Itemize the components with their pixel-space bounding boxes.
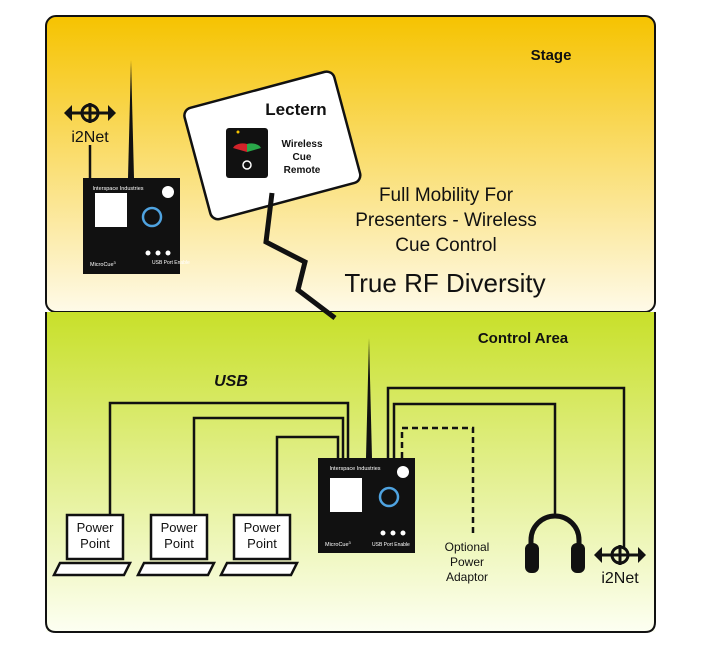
button-ring-icon bbox=[378, 486, 400, 508]
rf-diversity-text: True RF Diversity bbox=[344, 268, 545, 298]
adaptor-line-1: Optional bbox=[445, 540, 490, 554]
laptop-2: Power Point bbox=[135, 513, 217, 577]
mobility-line-2: Presenters - Wireless bbox=[355, 210, 537, 231]
i2net-label-control: i2Net bbox=[601, 570, 639, 587]
antenna-icon bbox=[128, 60, 134, 178]
remote-line-1: Wireless bbox=[281, 139, 322, 150]
adaptor-line-3: Adaptor bbox=[446, 570, 488, 584]
remote-line-3: Remote bbox=[284, 165, 321, 176]
svg-text:Interspace Industries: Interspace Industries bbox=[92, 186, 143, 192]
laptop-label-1a: Power bbox=[77, 520, 115, 535]
i2net-label-stage: i2Net bbox=[71, 129, 109, 146]
svg-text:MicroCue3: MicroCue3 bbox=[325, 540, 352, 548]
button-ring-icon bbox=[141, 206, 163, 228]
i2net-icon bbox=[64, 103, 116, 123]
wireless-bolt-icon bbox=[263, 192, 337, 320]
receiver-control: Interspace Industries USB Port Enable Mi… bbox=[318, 338, 415, 553]
laptop-label-1b: Point bbox=[80, 536, 110, 551]
remote-line-2: Cue bbox=[293, 152, 312, 163]
svg-text:USB Port Enable: USB Port Enable bbox=[152, 260, 190, 266]
antenna-icon bbox=[366, 338, 372, 458]
laptop-label-3a: Power bbox=[244, 520, 282, 535]
mobility-line-3: Cue Control bbox=[395, 235, 496, 256]
cue-remote-icon bbox=[226, 128, 268, 178]
control-area-label: Control Area bbox=[478, 330, 569, 347]
lectern-card: Lectern Wireless Cue Remote bbox=[183, 70, 362, 221]
usb-label: USB bbox=[214, 373, 248, 390]
power-cable-dashed bbox=[400, 426, 475, 535]
laptop-label-3b: Point bbox=[247, 536, 277, 551]
logo-icon bbox=[162, 186, 174, 198]
svg-text:USB Port Enable: USB Port Enable bbox=[372, 542, 410, 548]
laptop-1: Power Point bbox=[51, 513, 133, 577]
logo-icon bbox=[397, 466, 409, 478]
adaptor-line-2: Power bbox=[450, 555, 484, 569]
lectern-title: Lectern bbox=[265, 100, 326, 119]
receiver-stage: Interspace Industries USB Port Enable Mi… bbox=[83, 60, 190, 274]
headphones-icon bbox=[525, 513, 585, 573]
mobility-line-1: Full Mobility For bbox=[379, 185, 514, 206]
laptop-label-2b: Point bbox=[164, 536, 194, 551]
svg-text:MicroCue3: MicroCue3 bbox=[90, 260, 117, 268]
svg-text:Interspace Industries: Interspace Industries bbox=[329, 466, 380, 472]
usb-cables bbox=[108, 386, 626, 548]
laptop-label-2a: Power bbox=[161, 520, 199, 535]
i2net-icon bbox=[594, 545, 646, 565]
stage-label: Stage bbox=[531, 47, 572, 64]
laptop-3: Power Point bbox=[218, 513, 300, 577]
